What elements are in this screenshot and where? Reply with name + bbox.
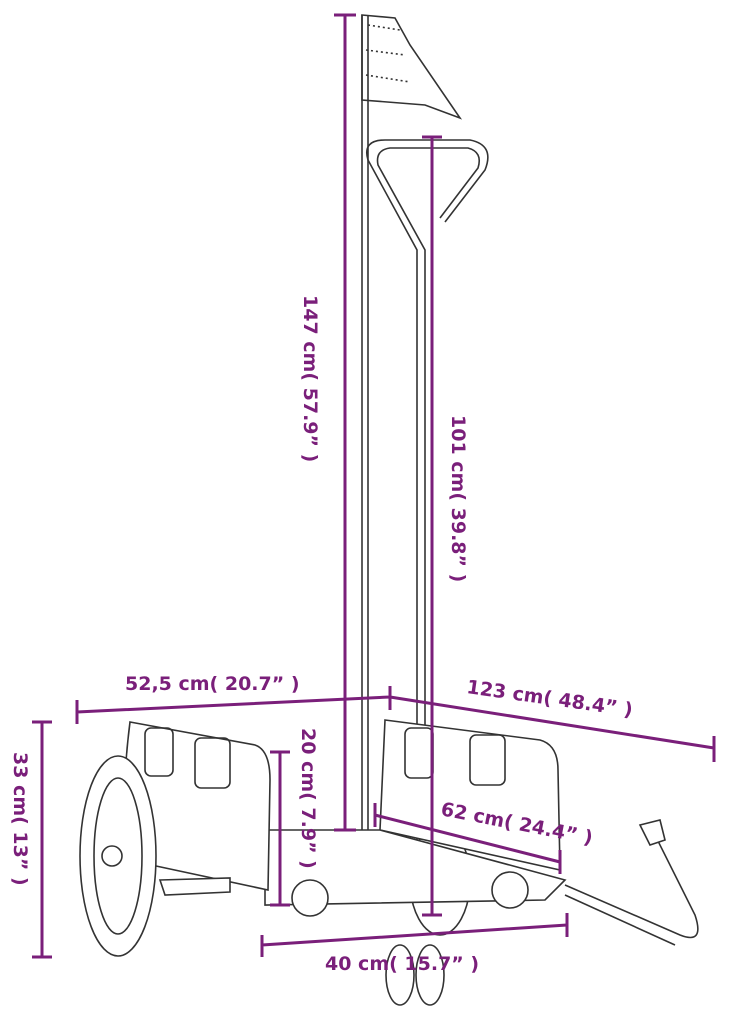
trailer-drawing [79,14,699,1006]
label-box-width: 40 cm( 15.7” ) [325,953,479,975]
label-total-width: 52,5 cm( 20.7” ) [125,673,300,695]
label-wheel-height: 33 cm( 13” ) [9,752,31,886]
castor-wheel [291,879,329,917]
flag [361,14,463,120]
label-total-height: 147 cm( 57.9” ) [299,295,321,462]
trailer-floor [264,829,567,906]
stand-wheel [385,944,415,1006]
label-handle-height: 101 cm( 39.8” ) [447,415,469,582]
hitch-bar [564,824,699,939]
side-panel-right [379,719,561,872]
castor-wheel [491,871,529,909]
label-total-length: 123 cm( 48.4” ) [465,676,634,721]
near-wheel [79,755,157,957]
stand-wheel [415,944,445,1006]
dimension-lines [32,13,716,959]
label-box-height: 20 cm( 7.9” ) [297,728,319,869]
handle [366,139,489,910]
